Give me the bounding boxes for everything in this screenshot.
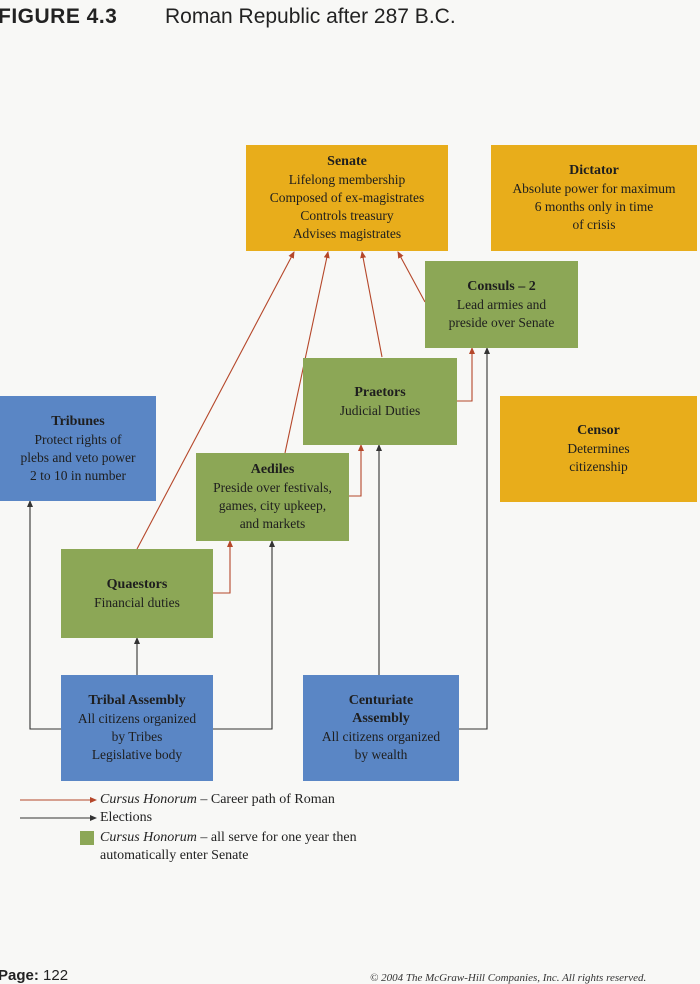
- censor-line: citizenship: [569, 459, 628, 474]
- aediles-box: Aediles Preside over festivals, games, c…: [196, 453, 349, 541]
- legend-green-term: Cursus Honorum: [100, 830, 197, 845]
- career-arrow-quaestors-senate: [136, 251, 295, 550]
- praetors-title: Praetors: [354, 384, 406, 400]
- centuriate-assembly-title-2: Assembly: [352, 711, 410, 726]
- centuriate-assembly-title: Centuriate: [348, 693, 414, 708]
- dictator-line: 6 months only in time: [534, 199, 654, 214]
- career-arrow-aediles-senate: [284, 251, 330, 454]
- tribunes-line: plebs and veto power: [20, 449, 136, 465]
- figure-header: FIGURE 4.3 Roman Republic after 287 B.C.: [0, 2, 700, 32]
- aediles-title: Aediles: [250, 462, 295, 477]
- tribal-assembly-line: All citizens organized: [77, 711, 197, 726]
- senate-line: Composed of ex-magistrates: [269, 190, 425, 205]
- censor-line: Determines: [567, 441, 630, 456]
- consuls-title: Consuls – 2: [467, 278, 536, 294]
- career-arrow-quaestors-aediles: [213, 540, 233, 594]
- dictator-line: Absolute power for maximum: [512, 181, 676, 196]
- career-arrow-consuls-senate: [397, 251, 426, 303]
- page-label: Page:: [0, 967, 39, 984]
- dictator-box: Dictator Absolute power for maximum 6 mo…: [491, 145, 697, 251]
- election-arrow-tribal-aediles: [213, 540, 275, 730]
- senate-line: Advises magistrates: [292, 226, 402, 241]
- legend-career-text: – Career path of Roman: [196, 792, 335, 807]
- legend-election-text: Elections: [100, 810, 153, 825]
- tribunes-line: Protect rights of: [34, 431, 122, 447]
- legend-green-text: – all serve for one year then: [196, 830, 357, 845]
- quaestors-line: Financial duties: [94, 594, 180, 610]
- senate-title: Senate: [327, 154, 367, 169]
- figure-label: FIGURE 4.3: [0, 5, 118, 28]
- legend-green-line2: automatically enter Senate: [100, 848, 249, 863]
- election-arrow-centuriate-consuls: [459, 347, 490, 730]
- tribal-assembly-title: Tribal Assembly: [88, 693, 186, 708]
- praetors-box: Praetors Judicial Duties: [303, 358, 457, 445]
- career-arrow-aediles-praetors: [349, 444, 364, 497]
- praetors-line: Judicial Duties: [339, 402, 421, 418]
- page-number-value: 122: [43, 967, 69, 984]
- dictator-line: of crisis: [572, 217, 616, 232]
- consuls-line: preside over Senate: [448, 314, 555, 330]
- figure-title: Roman Republic after 287 B.C.: [165, 5, 456, 28]
- quaestors-title: Quaestors: [106, 576, 168, 592]
- page-number: Page: 122: [0, 967, 68, 984]
- tribal-assembly-line: Legislative body: [91, 747, 183, 762]
- censor-title: Censor: [577, 423, 620, 438]
- senate-line: Lifelong membership: [288, 172, 406, 187]
- career-arrow-praetors-senate: [360, 251, 383, 358]
- centuriate-assembly-line: All citizens organized: [321, 729, 441, 744]
- senate-line: Controls treasury: [300, 208, 394, 223]
- copyright: © 2004 The McGraw-Hill Companies, Inc. A…: [370, 972, 647, 984]
- tribunes-title: Tribunes: [51, 413, 105, 429]
- tribal-assembly-line: by Tribes: [111, 729, 163, 744]
- dictator-title: Dictator: [569, 163, 619, 178]
- consuls-box: Consuls – 2 Lead armies and preside over…: [425, 261, 578, 348]
- career-arrow-praetors-consuls: [457, 347, 475, 402]
- consuls-line: Lead armies and: [456, 296, 547, 312]
- quaestors-box: Quaestors Financial duties: [61, 549, 213, 638]
- legend-career-term: Cursus Honorum: [100, 792, 197, 807]
- tribal-assembly-box: Tribal Assembly All citizens organized b…: [61, 675, 213, 781]
- election-arrow-tribal-tribunes: [27, 500, 61, 730]
- aediles-line: Preside over festivals,: [213, 480, 332, 495]
- tribunes-box: Tribunes Protect rights of plebs and vet…: [0, 396, 156, 501]
- legend-green-swatch: [80, 831, 94, 845]
- censor-box: Censor Determines citizenship: [500, 396, 697, 502]
- senate-box: Senate Lifelong membership Composed of e…: [246, 145, 448, 251]
- aediles-line: and markets: [239, 516, 306, 531]
- legend-green-row: Cursus Honorum – all serve for one year …: [18, 829, 438, 869]
- tribunes-line: 2 to 10 in number: [30, 467, 126, 483]
- centuriate-assembly-box: Centuriate Assembly All citizens organiz…: [303, 675, 459, 781]
- centuriate-assembly-line: by wealth: [354, 747, 408, 762]
- aediles-line: games, city upkeep,: [218, 498, 327, 513]
